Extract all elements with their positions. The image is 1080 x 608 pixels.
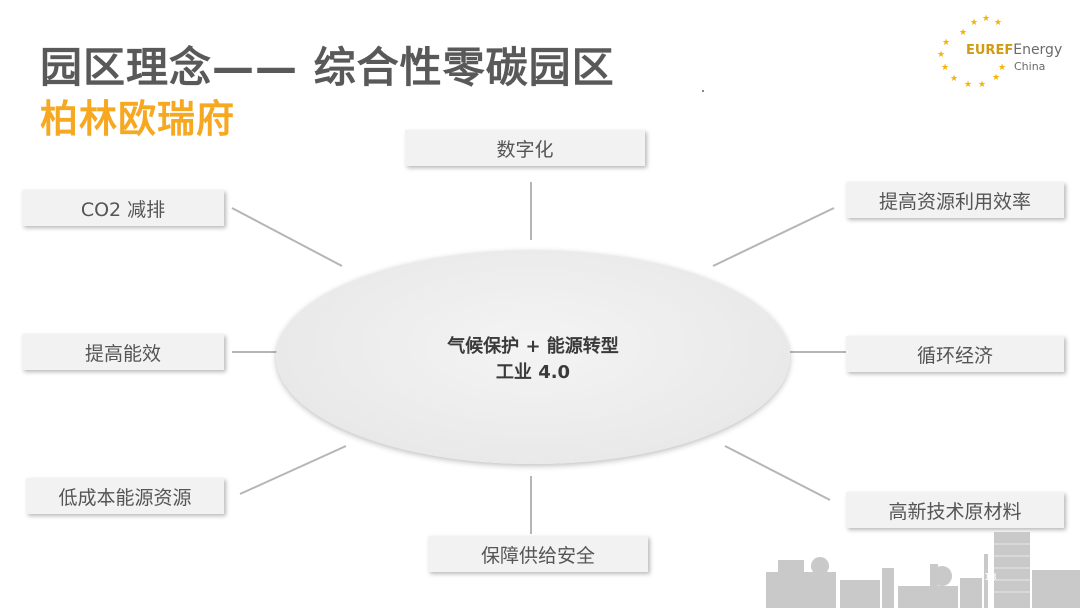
svg-text:★: ★ — [964, 80, 972, 88]
node-circular-economy: 循环经济 — [846, 336, 1064, 372]
logo-subtext: China — [1014, 60, 1046, 73]
svg-text:★: ★ — [998, 63, 1006, 73]
node-digitalization: 数字化 — [405, 130, 645, 166]
svg-text:★: ★ — [992, 73, 1000, 83]
svg-text:★: ★ — [959, 28, 967, 38]
svg-text:★: ★ — [994, 18, 1002, 28]
svg-text:★: ★ — [978, 80, 986, 88]
node-co2-reduction: CO2 减排 — [22, 190, 224, 226]
svg-text:★: ★ — [942, 38, 950, 48]
node-resource-efficiency: 提高资源利用效率 — [846, 182, 1064, 218]
svg-text:★: ★ — [970, 18, 978, 28]
logo-wordmark: EUREFEnergy — [966, 42, 1062, 58]
city-skyline-illustration — [766, 532, 1080, 608]
page-subtitle: 柏林欧瑞府 — [40, 97, 236, 141]
euref-energy-logo: ★ ★ ★ ★ ★ ★ ★ ★ ★ ★ ★ ★ EUREFEnergy Chin… — [930, 10, 1070, 88]
center-label-line1: 气候保护 + 能源转型 — [447, 336, 619, 357]
decorative-dot — [702, 90, 704, 92]
svg-text:★: ★ — [941, 63, 949, 73]
connector-resource — [712, 207, 835, 267]
node-advanced-materials: 高新技术原材料 — [846, 492, 1064, 528]
svg-text:★: ★ — [950, 74, 958, 84]
connector-materials — [724, 445, 831, 501]
center-ellipse — [276, 250, 790, 464]
node-energy-efficiency: 提高能效 — [22, 334, 224, 370]
logo-energy: Energy — [1013, 42, 1063, 58]
svg-text:★: ★ — [937, 50, 945, 60]
center-label-line2: 工业 4.0 — [495, 362, 571, 383]
connector-lowcost — [239, 445, 347, 495]
node-low-cost-energy: 低成本能源资源 — [26, 478, 224, 514]
connector-co2 — [231, 207, 343, 267]
svg-text:★: ★ — [982, 14, 990, 24]
star-ring-icon: ★ ★ ★ ★ ★ ★ ★ ★ ★ ★ ★ ★ — [937, 14, 1006, 88]
page-title: 园区理念—— 综合性零碳园区 — [40, 43, 615, 92]
node-supply-security: 保障供给安全 — [428, 536, 648, 572]
logo-brand: EUREF — [966, 43, 1014, 58]
page-number: 13 — [984, 572, 997, 583]
